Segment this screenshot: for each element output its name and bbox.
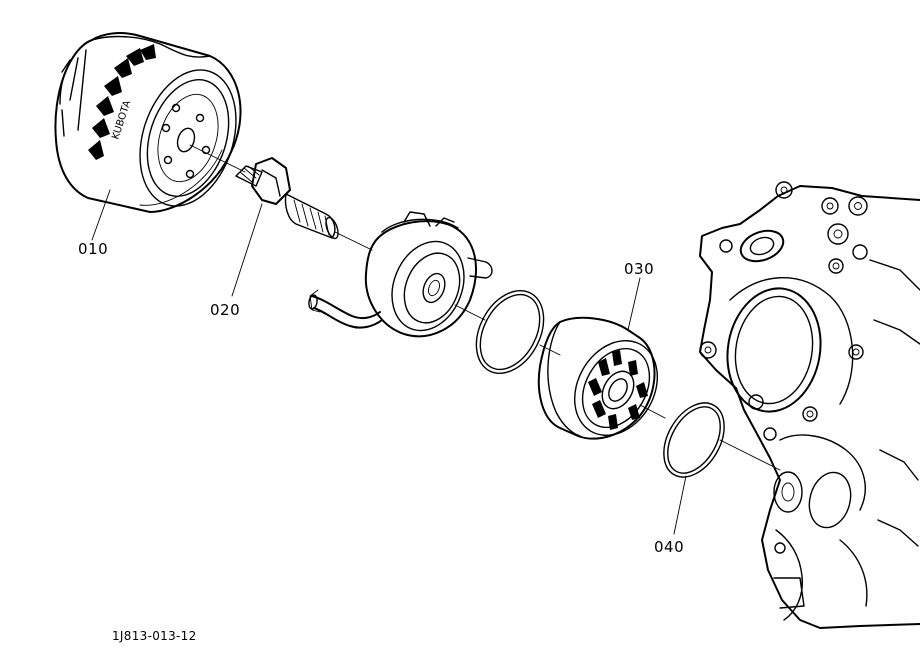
filter-brand-chevrons <box>88 44 156 160</box>
assembly-axis <box>189 144 781 471</box>
engine-gear-case <box>699 181 920 629</box>
oil-cooler-housing[interactable] <box>308 211 493 341</box>
callout-030: 030 <box>624 260 654 278</box>
callout-040: 040 <box>654 538 684 556</box>
callout-labels: 010 020 030 040 <box>78 240 684 556</box>
oil-filter-cartridge[interactable]: KUBOTA <box>54 32 252 218</box>
leader-lines <box>91 189 687 535</box>
drawing-reference: 1J813-013-12 <box>112 629 197 643</box>
threaded-pipe-joint[interactable] <box>235 157 340 240</box>
oil-cooler[interactable] <box>537 316 674 450</box>
small-o-ring[interactable] <box>651 392 736 487</box>
callout-010: 010 <box>78 240 108 258</box>
filter-brand-label: KUBOTA <box>110 99 133 141</box>
callout-020: 020 <box>210 301 240 319</box>
large-o-ring[interactable] <box>463 279 557 385</box>
cooler-fins <box>588 350 648 430</box>
